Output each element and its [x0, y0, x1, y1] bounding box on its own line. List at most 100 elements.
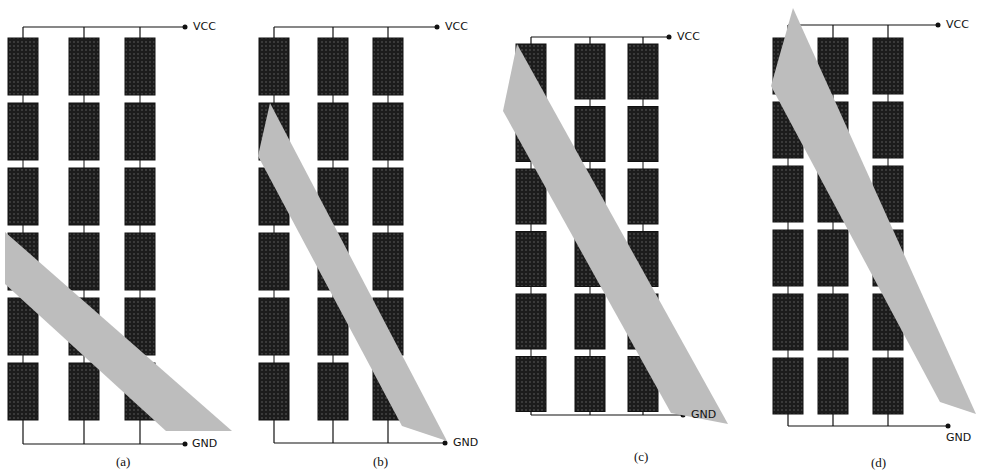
- solar-module: [8, 38, 38, 95]
- series-link: [84, 95, 85, 103]
- series-link: [643, 99, 644, 107]
- series-link: [333, 160, 334, 168]
- solar-module: [773, 358, 803, 414]
- solar-module: [575, 44, 605, 99]
- terminal-dot: [946, 424, 951, 429]
- series-link: [23, 225, 24, 233]
- series-link: [888, 94, 889, 102]
- solar-module: [873, 358, 903, 414]
- solar-module: [873, 38, 903, 94]
- string-wire: [887, 414, 888, 426]
- series-link: [531, 162, 532, 170]
- solar-module: [8, 168, 38, 225]
- solar-module: [818, 358, 848, 414]
- solar-module: [628, 169, 658, 224]
- string-wire: [139, 27, 140, 38]
- shadow-band: [771, 8, 976, 414]
- solar-module: [259, 298, 289, 355]
- solar-module: [773, 166, 803, 222]
- series-link: [888, 350, 889, 358]
- terminal-dot: [443, 441, 448, 446]
- series-link: [643, 224, 644, 232]
- terminal-label: VCC: [445, 21, 468, 32]
- solar-module: [373, 38, 403, 95]
- vcc-wire: [23, 26, 185, 27]
- solar-module: [69, 38, 99, 95]
- string-wire: [589, 412, 590, 416]
- terminal-dot: [183, 25, 188, 30]
- terminal-dot: [667, 35, 672, 40]
- solar-module: [575, 107, 605, 162]
- subfigure-label: (b): [373, 455, 388, 468]
- gnd-wire: [788, 425, 948, 426]
- vcc-wire: [531, 36, 669, 37]
- string-wire: [589, 37, 590, 44]
- terminal-label: GND: [946, 432, 971, 443]
- series-link: [888, 158, 889, 166]
- series-link: [140, 160, 141, 168]
- series-link: [531, 224, 532, 232]
- string-wire: [387, 27, 388, 38]
- string-wire: [530, 37, 531, 44]
- solar-module: [69, 363, 99, 420]
- series-link: [590, 287, 591, 295]
- solar-module: [69, 168, 99, 225]
- terminal-dot: [183, 442, 188, 447]
- solar-module: [125, 168, 155, 225]
- solar-module: [628, 44, 658, 99]
- series-link: [274, 225, 275, 233]
- series-link: [788, 222, 789, 230]
- solar-module: [318, 38, 348, 95]
- solar-module: [773, 230, 803, 286]
- string-wire: [387, 420, 388, 443]
- series-link: [23, 160, 24, 168]
- subfigure-label: (c): [634, 450, 648, 463]
- solar-module: [516, 232, 546, 287]
- string-wire: [22, 420, 23, 444]
- series-link: [833, 222, 834, 230]
- shadow: [5, 8, 976, 441]
- string-wire: [83, 27, 84, 38]
- series-link: [274, 355, 275, 363]
- series-link: [274, 95, 275, 103]
- series-link: [788, 158, 789, 166]
- string-wire: [887, 25, 888, 38]
- series-link: [140, 95, 141, 103]
- string-wire: [530, 412, 531, 416]
- shadow-band: [503, 44, 728, 424]
- series-link: [23, 95, 24, 103]
- solar-module: [318, 363, 348, 420]
- string-wire: [642, 412, 643, 416]
- series-link: [788, 350, 789, 358]
- series-link: [388, 95, 389, 103]
- solar-module: [259, 38, 289, 95]
- series-link: [23, 355, 24, 363]
- solar-module: [516, 357, 546, 412]
- solar-module: [8, 363, 38, 420]
- series-link: [788, 286, 789, 294]
- string-wire: [642, 37, 643, 44]
- terminal-label: GND: [192, 438, 217, 449]
- gnd-wire: [274, 442, 445, 443]
- string-wire: [787, 414, 788, 426]
- solar-module: [628, 107, 658, 162]
- series-link: [388, 290, 389, 298]
- series-link: [590, 162, 591, 170]
- solar-module: [818, 294, 848, 350]
- terminal-dot: [936, 23, 941, 28]
- solar-module: [8, 103, 38, 160]
- solar-module: [69, 233, 99, 290]
- solar-module: [373, 168, 403, 225]
- terminal-label: VCC: [946, 19, 969, 30]
- string-wire: [332, 27, 333, 38]
- subfigure-label: (d): [871, 456, 886, 469]
- solar-module: [818, 230, 848, 286]
- series-link: [531, 349, 532, 357]
- vcc-wire: [274, 26, 437, 27]
- terminal-label: VCC: [677, 31, 700, 42]
- string-wire: [832, 25, 833, 38]
- solar-module: [773, 294, 803, 350]
- series-link: [833, 286, 834, 294]
- terminal-dot: [435, 25, 440, 30]
